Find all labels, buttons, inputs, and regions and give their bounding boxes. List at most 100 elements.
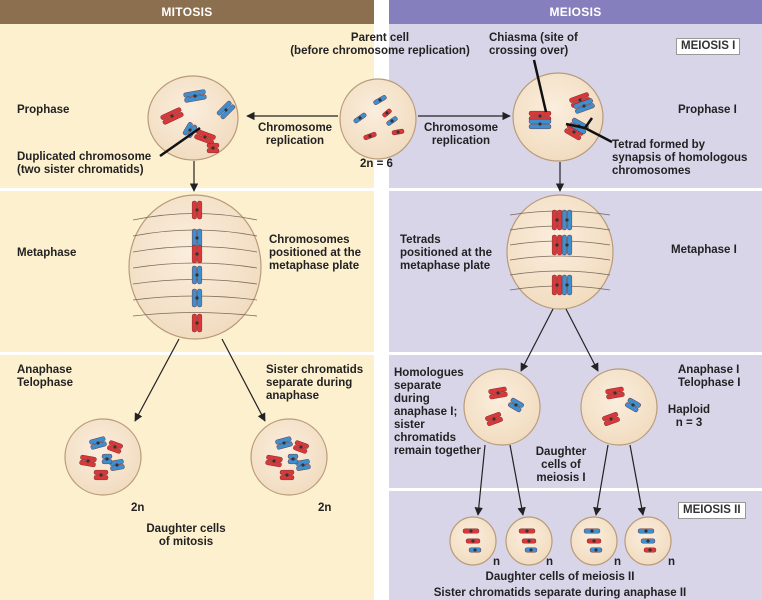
parent-chrom-2: [353, 112, 367, 124]
mitosis-daughter-left-chrom-5-centromere: [99, 473, 103, 477]
haploid-n-label-4: n: [668, 556, 676, 568]
meiosis-1-daughter-right-chrom-1-centromere: [613, 391, 617, 395]
parent-chrom-3-centromere: [390, 119, 394, 123]
meiosis-2-daughter-4-chrom-1: [637, 528, 655, 534]
diploid-number-label: 2n = 6: [360, 158, 393, 170]
meiosis-2-daughter-3-chrom-3: [589, 547, 603, 553]
meiosis-metaphase-tetrad-3-red-centromere: [555, 283, 559, 287]
mI-tetrad-1b-centromere: [538, 122, 542, 126]
meiosis-1-daughter-left-chrom-3: [485, 412, 503, 426]
meiosis-2-daughter-1-chrom-1-centromere: [469, 529, 473, 533]
mitosis-daughter-left-chrom-5: [93, 469, 109, 481]
parent-chrom-1-centromere: [378, 98, 382, 102]
meiosis-metaphase-tetrad-1-red: [551, 209, 563, 231]
arrow-to-meiosis-2-d3: [593, 444, 609, 516]
meiosis-metaphase-tetrad-3-blue-centromere: [565, 283, 569, 287]
mI-tetrad-1b: [528, 118, 552, 130]
meiosis-metaphase-tetrad-1-blue-centromere: [565, 218, 569, 222]
meiosis-1-daughter-left-chrom-2: [508, 397, 524, 413]
mitosis-daughter-left-chrom-4-centromere: [115, 463, 119, 467]
mitosis-metaphase-chrom-2: [191, 228, 203, 248]
mI-tetrad-2b: [573, 98, 595, 114]
mI-tetrad-3a-centromere: [572, 130, 576, 134]
duplicated-chromosome-label: Duplicated chromosome(two sister chromat…: [17, 151, 152, 176]
meiosis-spindle-fiber-3: [509, 255, 611, 261]
mitosis-metaphase-chrom-4-centromere: [195, 273, 199, 277]
arrow-to-meiosis-2-d2: [509, 444, 526, 516]
parent-chrom-3: [386, 116, 398, 126]
arrow-to-meiosis-2-d1: [474, 444, 486, 516]
meiosis-metaphase-tetrad-1-blue: [561, 209, 573, 231]
meiosis-2-daughter-2-chrom-2-centromere: [527, 539, 531, 543]
mitosis-daughter-right-chrom-5: [279, 469, 295, 481]
mitosis-daughter-left-chrom-1: [89, 436, 107, 450]
mI-tetrad-2b-centromere: [582, 104, 586, 108]
meiosis-2-daughter-4-chrom-1-centromere: [644, 529, 648, 533]
haploid-n-label-1: n: [493, 556, 501, 568]
parent-chrom-6: [382, 108, 392, 118]
mitosis-daughter-left-chrom-6: [101, 453, 113, 465]
meiosis-2-daughter-1-chrom-3-centromere: [473, 548, 477, 552]
meiosis-2-daughter-1-chrom-2-centromere: [471, 539, 475, 543]
meiosis-1-daughter-right: [580, 368, 658, 446]
meiosis-2-daughter-4-chrom-3: [643, 547, 657, 553]
mitosis-header: MITOSIS: [161, 5, 213, 19]
mitosis-metaphase-chrom-2-centromere: [195, 236, 199, 240]
mitosis-daughter-right-chrom-1-centromere: [282, 441, 286, 445]
mp-chrom-5-centromere: [188, 128, 192, 132]
mitosis-prophase-cell: [147, 75, 239, 161]
diploid-daughter-right-label: 2n: [318, 502, 332, 514]
meiosis-2-daughter-1-chrom-1: [462, 528, 480, 534]
meiosis-1-daughter-right-chrom-2: [625, 397, 641, 413]
mitosis-daughter-left-chrom-3-centromere: [86, 459, 90, 463]
mp-chrom-3-centromere: [170, 114, 174, 118]
mitosis-daughter-left-chrom-2-centromere: [113, 445, 117, 449]
stage-divider-0-1: [0, 352, 374, 355]
tetrad-pointer: [565, 117, 613, 144]
mitosis-daughter-left-chrom-3: [79, 454, 97, 468]
meiosis-spindle-fiber-4: [509, 270, 611, 276]
metaphase-label: Metaphase: [17, 247, 77, 259]
meiosis-1-daughter-left-chrom-2-centromere: [514, 403, 518, 407]
parent-chrom-4-centromere: [368, 134, 372, 138]
mitosis-metaphase-chrom-1: [191, 200, 203, 220]
meiosis-1-daughter-right-chrom-1: [605, 386, 625, 400]
haploid-n-label-3: n: [614, 556, 622, 568]
arrow-to-meiosis-2-d4: [629, 444, 646, 516]
mitosis-daughter-right-chrom-2: [293, 440, 309, 454]
meiosis-2-daughter-4-chrom-3-centromere: [648, 548, 652, 552]
meiosis-1-daughter-right-chrom-3-centromere: [609, 417, 613, 421]
meiosis-2-daughter-3-chrom-2: [586, 538, 602, 544]
mitosis-daughter-right-chrom-3-centromere: [272, 459, 276, 463]
mitosis-daughter-right-chrom-2-centromere: [299, 445, 303, 449]
mI-tetrad-1a-centromere: [538, 114, 542, 118]
stage-divider-0-0: [0, 188, 374, 191]
meiosis-2-daughter-2-chrom-3: [524, 547, 538, 553]
meiosis-2-daughter-2-chrom-2: [521, 538, 537, 544]
spindle-fiber-6: [132, 312, 258, 317]
mitosis-daughter-right-chrom-4-centromere: [301, 463, 305, 467]
stage-divider-1-1: [389, 352, 762, 355]
mitosis-daughter-right-chrom-1: [275, 436, 293, 450]
meiosis-1-daughter-left: [463, 368, 541, 446]
haploid-n-label-2: n: [546, 556, 554, 568]
meiosis-metaphase-tetrad-2-blue-centromere: [565, 243, 569, 247]
meiosis-2-daughter-3-chrom-2-centromere: [592, 539, 596, 543]
parent-cell: [339, 78, 417, 160]
mitosis-metaphase-chrom-4: [191, 265, 203, 285]
mI-tetrad-2a-centromere: [578, 98, 582, 102]
mp-chrom-1: [183, 89, 207, 103]
parent-chrom-6-centromere: [385, 111, 389, 115]
arrow-to-mitosis-daughter-left: [134, 338, 180, 422]
mitosis-daughter-left-chrom-2: [107, 440, 123, 454]
arrow-to-meiosis-1-daughter-left: [520, 308, 554, 372]
mp-chrom-3: [160, 107, 184, 125]
